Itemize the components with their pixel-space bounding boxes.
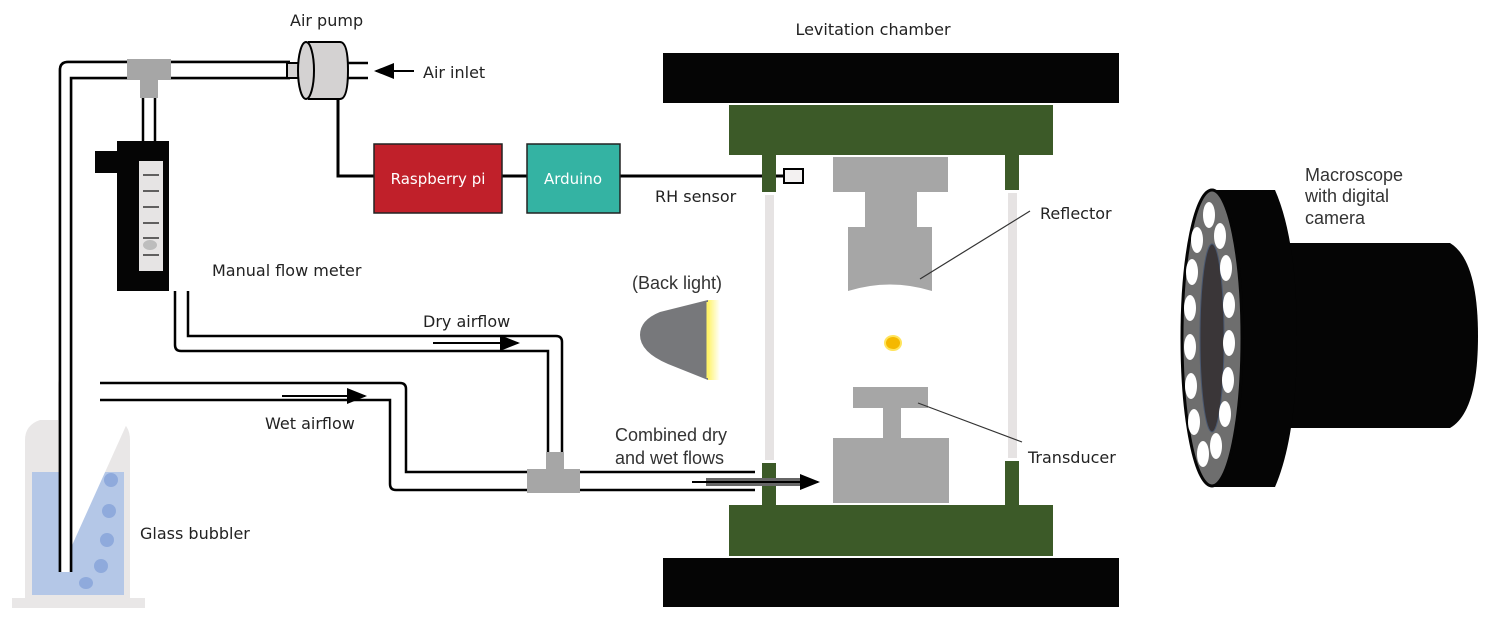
signal-wires	[336, 99, 785, 178]
arduino-box	[526, 143, 621, 214]
glass-rod-right	[1008, 193, 1017, 458]
transducer-leader	[917, 402, 1023, 443]
bottom-frame	[729, 505, 1053, 556]
bottom-plate	[663, 558, 1119, 607]
air-pump	[286, 41, 350, 100]
manual-flow-meter	[95, 141, 169, 291]
reflector-leader	[919, 210, 1031, 280]
glass-rod-left	[765, 195, 774, 460]
macroscope-label-line2: with digital	[1304, 186, 1389, 206]
transducer	[833, 387, 949, 503]
levitation-chamber	[663, 53, 1119, 607]
levitation-chamber-label: Levitation chamber	[795, 20, 951, 39]
macroscope-label-line1: Macroscope	[1305, 165, 1403, 185]
combined-flows-label-line2: and wet flows	[615, 448, 724, 468]
back-light	[640, 300, 720, 380]
flow-meter-tube	[141, 98, 157, 141]
back-light-label: (Back light)	[632, 273, 722, 293]
macroscope-camera	[1180, 188, 1478, 488]
air-inlet-tube	[348, 61, 414, 80]
raspberry-pi-label: Raspberry pi	[391, 170, 486, 188]
arduino-label: Arduino	[544, 170, 602, 188]
t-fitting-bottom	[527, 452, 580, 493]
raspberry-pi-box	[373, 143, 503, 214]
top-plate	[663, 53, 1119, 103]
combined-tube	[580, 470, 755, 492]
transducer-label: Transducer	[1027, 448, 1116, 467]
dry-airflow-tube	[173, 291, 564, 455]
t-fitting-top	[127, 59, 171, 98]
rh-sensor	[783, 168, 804, 184]
led-ring	[1184, 202, 1235, 467]
dry-airflow-label: Dry airflow	[423, 312, 510, 331]
air-pump-label: Air pump	[290, 11, 363, 30]
bubbles	[79, 473, 118, 589]
droplet	[884, 335, 902, 351]
wet-airflow-tube	[100, 381, 527, 492]
wet-airflow-label: Wet airflow	[265, 414, 355, 433]
top-frame	[729, 105, 1053, 155]
glass-bubbler-label: Glass bubbler	[140, 524, 250, 543]
reflector	[833, 157, 948, 291]
combined-flows-label-line1: Combined dry	[615, 425, 727, 445]
macroscope-label-line3: camera	[1305, 208, 1366, 228]
reflector-label: Reflector	[1040, 204, 1112, 223]
flow-meter-label: Manual flow meter	[212, 261, 362, 280]
rh-sensor-label: RH sensor	[655, 187, 737, 206]
air-inlet-label: Air inlet	[423, 63, 485, 82]
